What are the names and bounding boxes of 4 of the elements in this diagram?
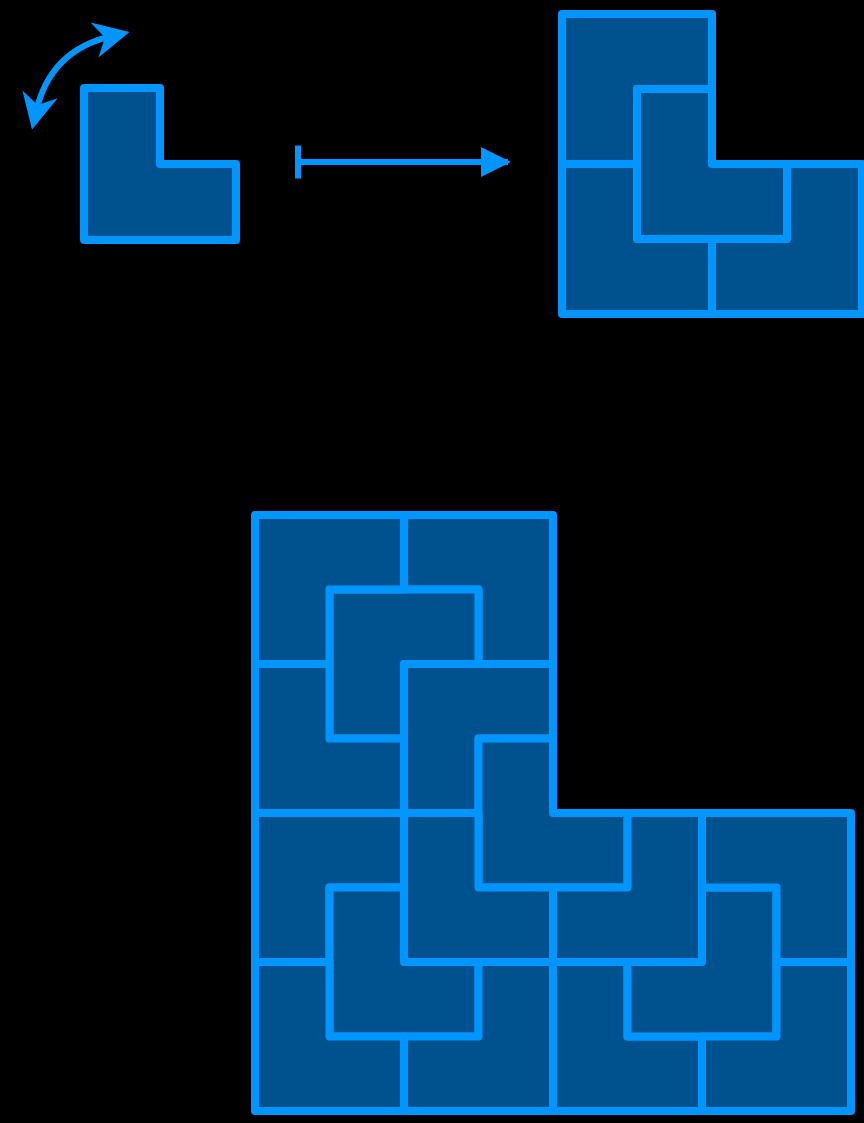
tiling-drawing: [558, 10, 864, 318]
l-tile: [80, 84, 240, 244]
maps-to-arrow: [294, 145, 511, 179]
tiling-drawing: [251, 511, 855, 1115]
